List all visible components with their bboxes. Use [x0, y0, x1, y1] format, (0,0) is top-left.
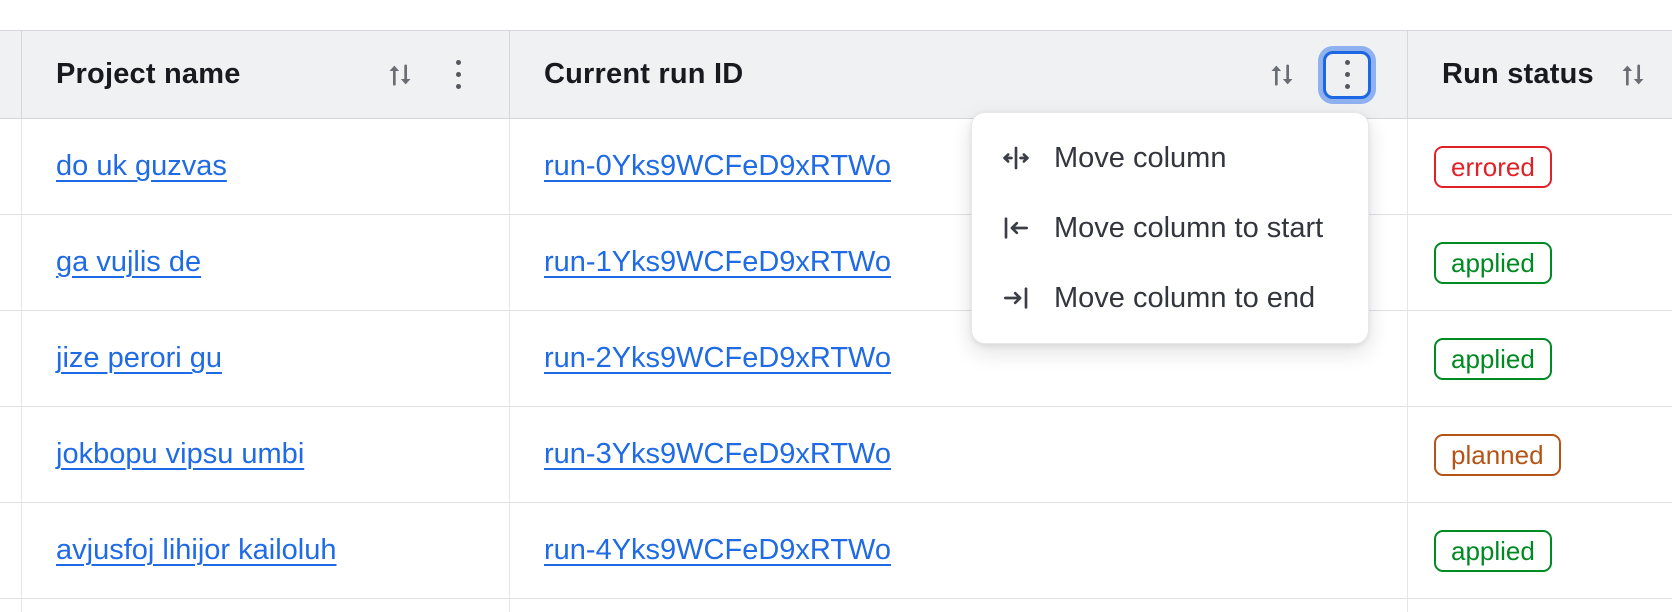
run-id-link[interactable]: run-3Yks9WCFeD9xRTWo: [544, 438, 892, 470]
run-status-badge: planned: [1434, 433, 1561, 476]
move-column-icon: [1003, 146, 1029, 170]
row-gutter: [0, 599, 22, 612]
project-name-link[interactable]: jokbopu vipsu umbi: [56, 438, 305, 470]
column-options-menu: Move column Move column to start Move co…: [971, 112, 1369, 344]
column-menu-icon[interactable]: [443, 58, 473, 92]
menu-item-move-column[interactable]: Move column: [972, 123, 1368, 193]
menu-item-label: Move column to start: [1054, 211, 1324, 244]
run-status-cell: applied: [1408, 311, 1672, 406]
run-status-badge: errored: [1434, 145, 1552, 188]
run-id-cell: run-3Yks9WCFeD9xRTWo: [510, 407, 1408, 502]
run-id-link[interactable]: run-1Yks9WCFeD9xRTWo: [544, 246, 892, 278]
menu-item-move-column-to-end[interactable]: Move column to end: [972, 263, 1368, 333]
project-name-link[interactable]: do uk guzvas: [56, 150, 227, 182]
project-cell: avjusfoj lihijor kailoluh: [22, 503, 510, 598]
run-id-link[interactable]: run-2Yks9WCFeD9xRTWo: [544, 342, 892, 374]
column-label: Current run ID: [544, 58, 744, 90]
table-row: jize perori gu run-2Yks9WCFeD9xRTWo applie…: [0, 311, 1672, 407]
table-header-row: Project name Current run ID: [0, 30, 1672, 119]
project-name-link[interactable]: avjusfoj lihijor kailoluh: [56, 534, 337, 566]
column-header-run-status: Run status: [1408, 31, 1672, 118]
run-status-cell: applied: [1408, 503, 1672, 598]
move-column-start-icon: [1004, 217, 1028, 239]
column-header-project-name: Project name: [22, 31, 510, 118]
run-status-badge: applied: [1434, 529, 1552, 572]
table-row-partial: [0, 599, 1672, 612]
table-body: do uk guzvas run-0Yks9WCFeD9xRTWo errored g…: [0, 119, 1672, 599]
column-label: Run status: [1442, 58, 1594, 90]
project-cell: jokbopu vipsu umbi: [22, 407, 510, 502]
column-label: Project name: [56, 58, 241, 90]
run-status-badge: applied: [1434, 241, 1552, 284]
run-id-link[interactable]: run-0Yks9WCFeD9xRTWo: [544, 150, 892, 182]
workspaces-table: Project name Current run ID: [0, 30, 1672, 612]
table-row: jokbopu vipsu umbi run-3Yks9WCFeD9xRTWo pl…: [0, 407, 1672, 503]
run-status-badge: applied: [1434, 337, 1552, 380]
sort-icon[interactable]: [383, 58, 417, 92]
table-row: do uk guzvas run-0Yks9WCFeD9xRTWo errored: [0, 119, 1672, 215]
menu-item-label: Move column: [1054, 141, 1227, 174]
run-status-cell: planned: [1408, 407, 1672, 502]
run-status-cell: errored: [1408, 119, 1672, 214]
run-status-cell: applied: [1408, 215, 1672, 310]
column-header-current-run-id: Current run ID: [510, 31, 1408, 118]
project-cell: jize perori gu: [22, 311, 510, 406]
row-gutter: [0, 215, 22, 310]
menu-item-label: Move column to end: [1054, 281, 1316, 314]
sort-icon[interactable]: [1616, 58, 1650, 92]
run-id-cell: [510, 599, 1408, 612]
project-name-link[interactable]: ga vujlis de: [56, 246, 202, 278]
menu-item-move-column-to-start[interactable]: Move column to start: [972, 193, 1368, 263]
table-row: ga vujlis de run-1Yks9WCFeD9xRTWo applied: [0, 215, 1672, 311]
project-cell: do uk guzvas: [22, 119, 510, 214]
row-gutter: [0, 311, 22, 406]
run-id-link[interactable]: run-4Yks9WCFeD9xRTWo: [544, 534, 892, 566]
row-gutter: [0, 503, 22, 598]
project-cell: [22, 599, 510, 612]
column-menu-button-focused[interactable]: [1323, 50, 1371, 99]
table-row: avjusfoj lihijor kailoluh run-4Yks9WCFeD9…: [0, 503, 1672, 599]
header-gutter: [0, 31, 22, 118]
run-status-cell: [1408, 599, 1672, 612]
run-id-cell: run-1Yks9WCFeD9xRTWo: [510, 215, 1408, 310]
run-id-cell: run-2Yks9WCFeD9xRTWo: [510, 311, 1408, 406]
sort-icon[interactable]: [1265, 58, 1299, 92]
project-cell: ga vujlis de: [22, 215, 510, 310]
row-gutter: [0, 407, 22, 502]
run-id-cell: run-0Yks9WCFeD9xRTWo: [510, 119, 1408, 214]
row-gutter: [0, 119, 22, 214]
project-name-link[interactable]: jize perori gu: [56, 342, 223, 374]
run-id-cell: run-4Yks9WCFeD9xRTWo: [510, 503, 1408, 598]
move-column-end-icon: [1004, 287, 1028, 309]
